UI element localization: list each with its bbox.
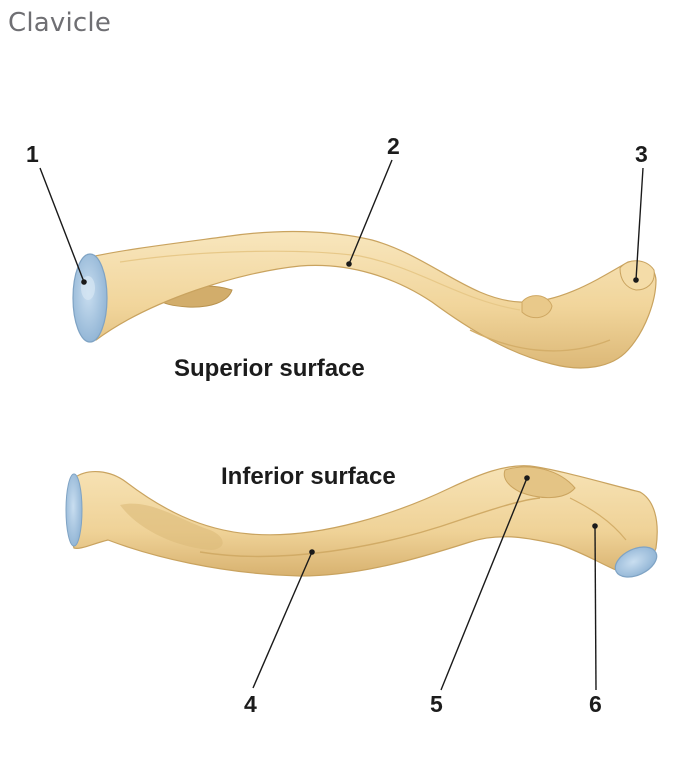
leader-4-dot xyxy=(309,549,315,555)
superior-conoid-bump xyxy=(521,295,553,319)
leader-6 xyxy=(594,525,597,691)
leader-5-dot xyxy=(524,475,530,481)
inferior-groove-line xyxy=(199,497,541,558)
superior-bone-body xyxy=(82,230,657,369)
inferior-trapezoid-line xyxy=(569,497,627,541)
marker-5: 5 xyxy=(430,691,443,717)
superior-clavicle-illustration xyxy=(72,230,657,369)
marker-6: 6 xyxy=(589,691,602,717)
leader-3-dot xyxy=(633,277,639,283)
leader-2-dot xyxy=(346,261,352,267)
inferior-sternal-articular-surface xyxy=(65,473,83,547)
superior-surface-label: Superior surface xyxy=(174,355,365,382)
marker-2: 2 xyxy=(387,133,400,159)
leader-5 xyxy=(440,477,528,691)
leader-6-dot xyxy=(592,523,598,529)
superior-leader-lines xyxy=(39,159,644,285)
inferior-leader-lines xyxy=(252,475,598,691)
marker-1: 1 xyxy=(26,141,39,167)
leader-2 xyxy=(348,159,393,265)
page-title: Clavicle xyxy=(8,8,112,38)
inferior-clavicle-illustration xyxy=(65,465,658,578)
superior-ridge-line xyxy=(119,250,521,311)
inferior-surface-label: Inferior surface xyxy=(221,463,396,490)
leader-1-dot xyxy=(81,279,87,285)
superior-shadow-line xyxy=(469,329,611,352)
leader-4 xyxy=(252,551,313,689)
leader-1 xyxy=(39,167,85,283)
inferior-costal-impression xyxy=(120,503,223,550)
marker-4: 4 xyxy=(244,691,257,717)
leader-3 xyxy=(635,167,644,281)
inferior-acromial-articular-surface xyxy=(614,546,658,578)
marker-3: 3 xyxy=(635,141,648,167)
